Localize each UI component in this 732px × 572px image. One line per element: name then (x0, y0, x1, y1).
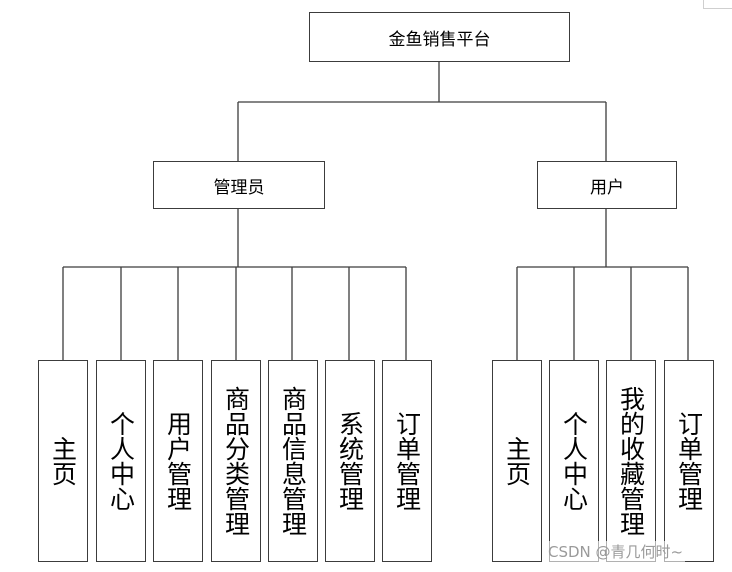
group-node-label: 用户 (590, 177, 624, 198)
group-node-label: 管理员 (213, 177, 265, 198)
leaf-node-label: 个人中心 (106, 411, 136, 511)
leaf-node: 商品信息管理 (268, 360, 318, 562)
leaf-node-label: 订单管理 (392, 411, 422, 511)
leaf-node: 个人中心 (549, 360, 599, 562)
group-node-admin: 管理员 (153, 161, 325, 209)
root-node-label: 金鱼销售平台 (388, 29, 491, 50)
leaf-node: 系统管理 (325, 360, 375, 562)
leaf-node: 用户管理 (153, 360, 203, 562)
leaf-node: 我的收藏管理 (606, 360, 656, 562)
leaf-node: 订单管理 (382, 360, 432, 562)
leaf-node: 商品分类管理 (211, 360, 261, 562)
corner-mark (703, 0, 732, 9)
leaf-node-label: 订单管理 (674, 411, 704, 511)
root-node: 金鱼销售平台 (309, 12, 570, 62)
leaf-node: 订单管理 (664, 360, 714, 562)
leaf-node-label: 主页 (48, 436, 78, 486)
leaf-node-label: 商品信息管理 (278, 386, 308, 536)
watermark-text: CSDN @青几何时~ (546, 541, 686, 562)
leaf-node: 主页 (38, 360, 88, 562)
leaf-node-label: 主页 (502, 436, 532, 486)
leaf-node-label: 个人中心 (559, 411, 589, 511)
group-node-user: 用户 (537, 161, 677, 209)
leaf-node-label: 用户管理 (163, 411, 193, 511)
leaf-node-label: 我的收藏管理 (616, 386, 646, 536)
leaf-node: 主页 (492, 360, 542, 562)
leaf-node-label: 系统管理 (335, 411, 365, 511)
leaf-node-label: 商品分类管理 (221, 386, 251, 536)
leaf-node: 个人中心 (96, 360, 146, 562)
